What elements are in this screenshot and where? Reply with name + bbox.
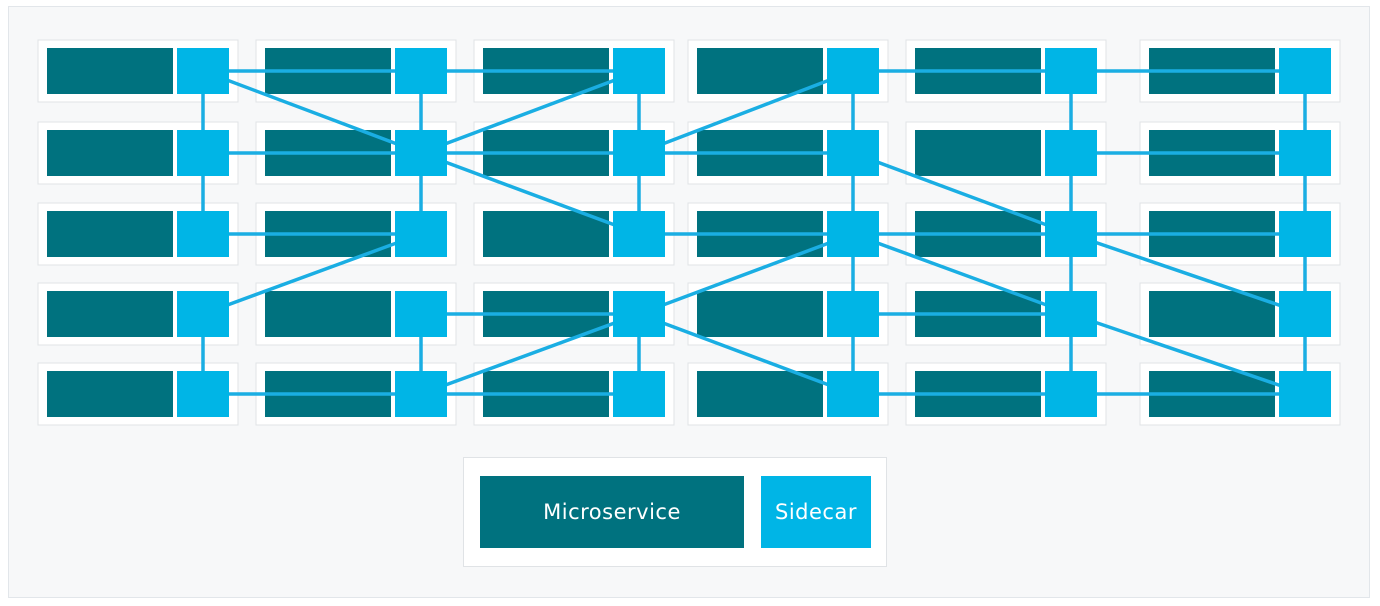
sidecar-box xyxy=(1045,130,1097,176)
sidecar-box xyxy=(1045,291,1097,337)
sidecar-box xyxy=(1279,130,1331,176)
sidecar-box xyxy=(1045,371,1097,417)
sidecar-connection xyxy=(1069,232,1307,316)
microservice-box xyxy=(47,130,173,176)
sidecar-connection xyxy=(637,69,855,155)
sidecar-box xyxy=(177,48,229,94)
sidecar-connection xyxy=(637,232,855,316)
sidecar-box xyxy=(177,291,229,337)
sidecar-box xyxy=(177,130,229,176)
microservice-box xyxy=(47,291,173,337)
microservice-box xyxy=(47,371,173,417)
sidecar-box xyxy=(827,130,879,176)
microservice-box xyxy=(47,48,173,94)
sidecar-box xyxy=(613,130,665,176)
sidecar-box xyxy=(1279,48,1331,94)
legend-sidecar: Sidecar xyxy=(761,476,871,548)
sidecar-connection xyxy=(851,151,1073,236)
sidecar-box xyxy=(613,48,665,94)
microservice-box xyxy=(265,291,391,337)
sidecar-box xyxy=(827,371,879,417)
sidecar-box xyxy=(395,291,447,337)
sidecar-box xyxy=(1279,291,1331,337)
link-layer xyxy=(201,69,1307,396)
sidecar-box xyxy=(395,211,447,257)
microservice-box xyxy=(483,211,609,257)
sidecar-box xyxy=(613,211,665,257)
microservice-box xyxy=(47,211,173,257)
sidecar-box xyxy=(827,291,879,337)
sidecar-connection xyxy=(637,312,855,396)
microservice-box xyxy=(697,371,823,417)
legend: Microservice Sidecar xyxy=(463,457,887,567)
sidecar-box xyxy=(613,291,665,337)
microservice-box xyxy=(915,130,1041,176)
sidecar-box xyxy=(395,371,447,417)
sidecar-connection xyxy=(419,151,641,236)
sidecar-connection xyxy=(419,312,641,396)
sidecar-box xyxy=(827,48,879,94)
sidecar-box xyxy=(1279,211,1331,257)
sidecar-box xyxy=(1279,371,1331,417)
sidecar-connection xyxy=(419,69,641,155)
sidecar-connection xyxy=(201,69,423,155)
microservice-box xyxy=(697,291,823,337)
microservice-box xyxy=(697,48,823,94)
sidecar-box xyxy=(395,130,447,176)
sidecar-connection xyxy=(1069,312,1307,396)
legend-microservice: Microservice xyxy=(480,476,744,548)
sidecar-box xyxy=(1045,211,1097,257)
legend-sidecar-label: Sidecar xyxy=(775,500,857,524)
legend-microservice-label: Microservice xyxy=(543,500,681,524)
sidecar-box xyxy=(177,371,229,417)
sidecar-box xyxy=(177,211,229,257)
microservice-box xyxy=(1149,291,1275,337)
sidecar-box xyxy=(613,371,665,417)
sidecar-connection xyxy=(851,232,1073,316)
sidecar-connection xyxy=(201,232,423,316)
sidecar-box xyxy=(1045,48,1097,94)
sidecar-box xyxy=(395,48,447,94)
sidecar-box xyxy=(827,211,879,257)
sidecar-layer xyxy=(177,48,1331,417)
